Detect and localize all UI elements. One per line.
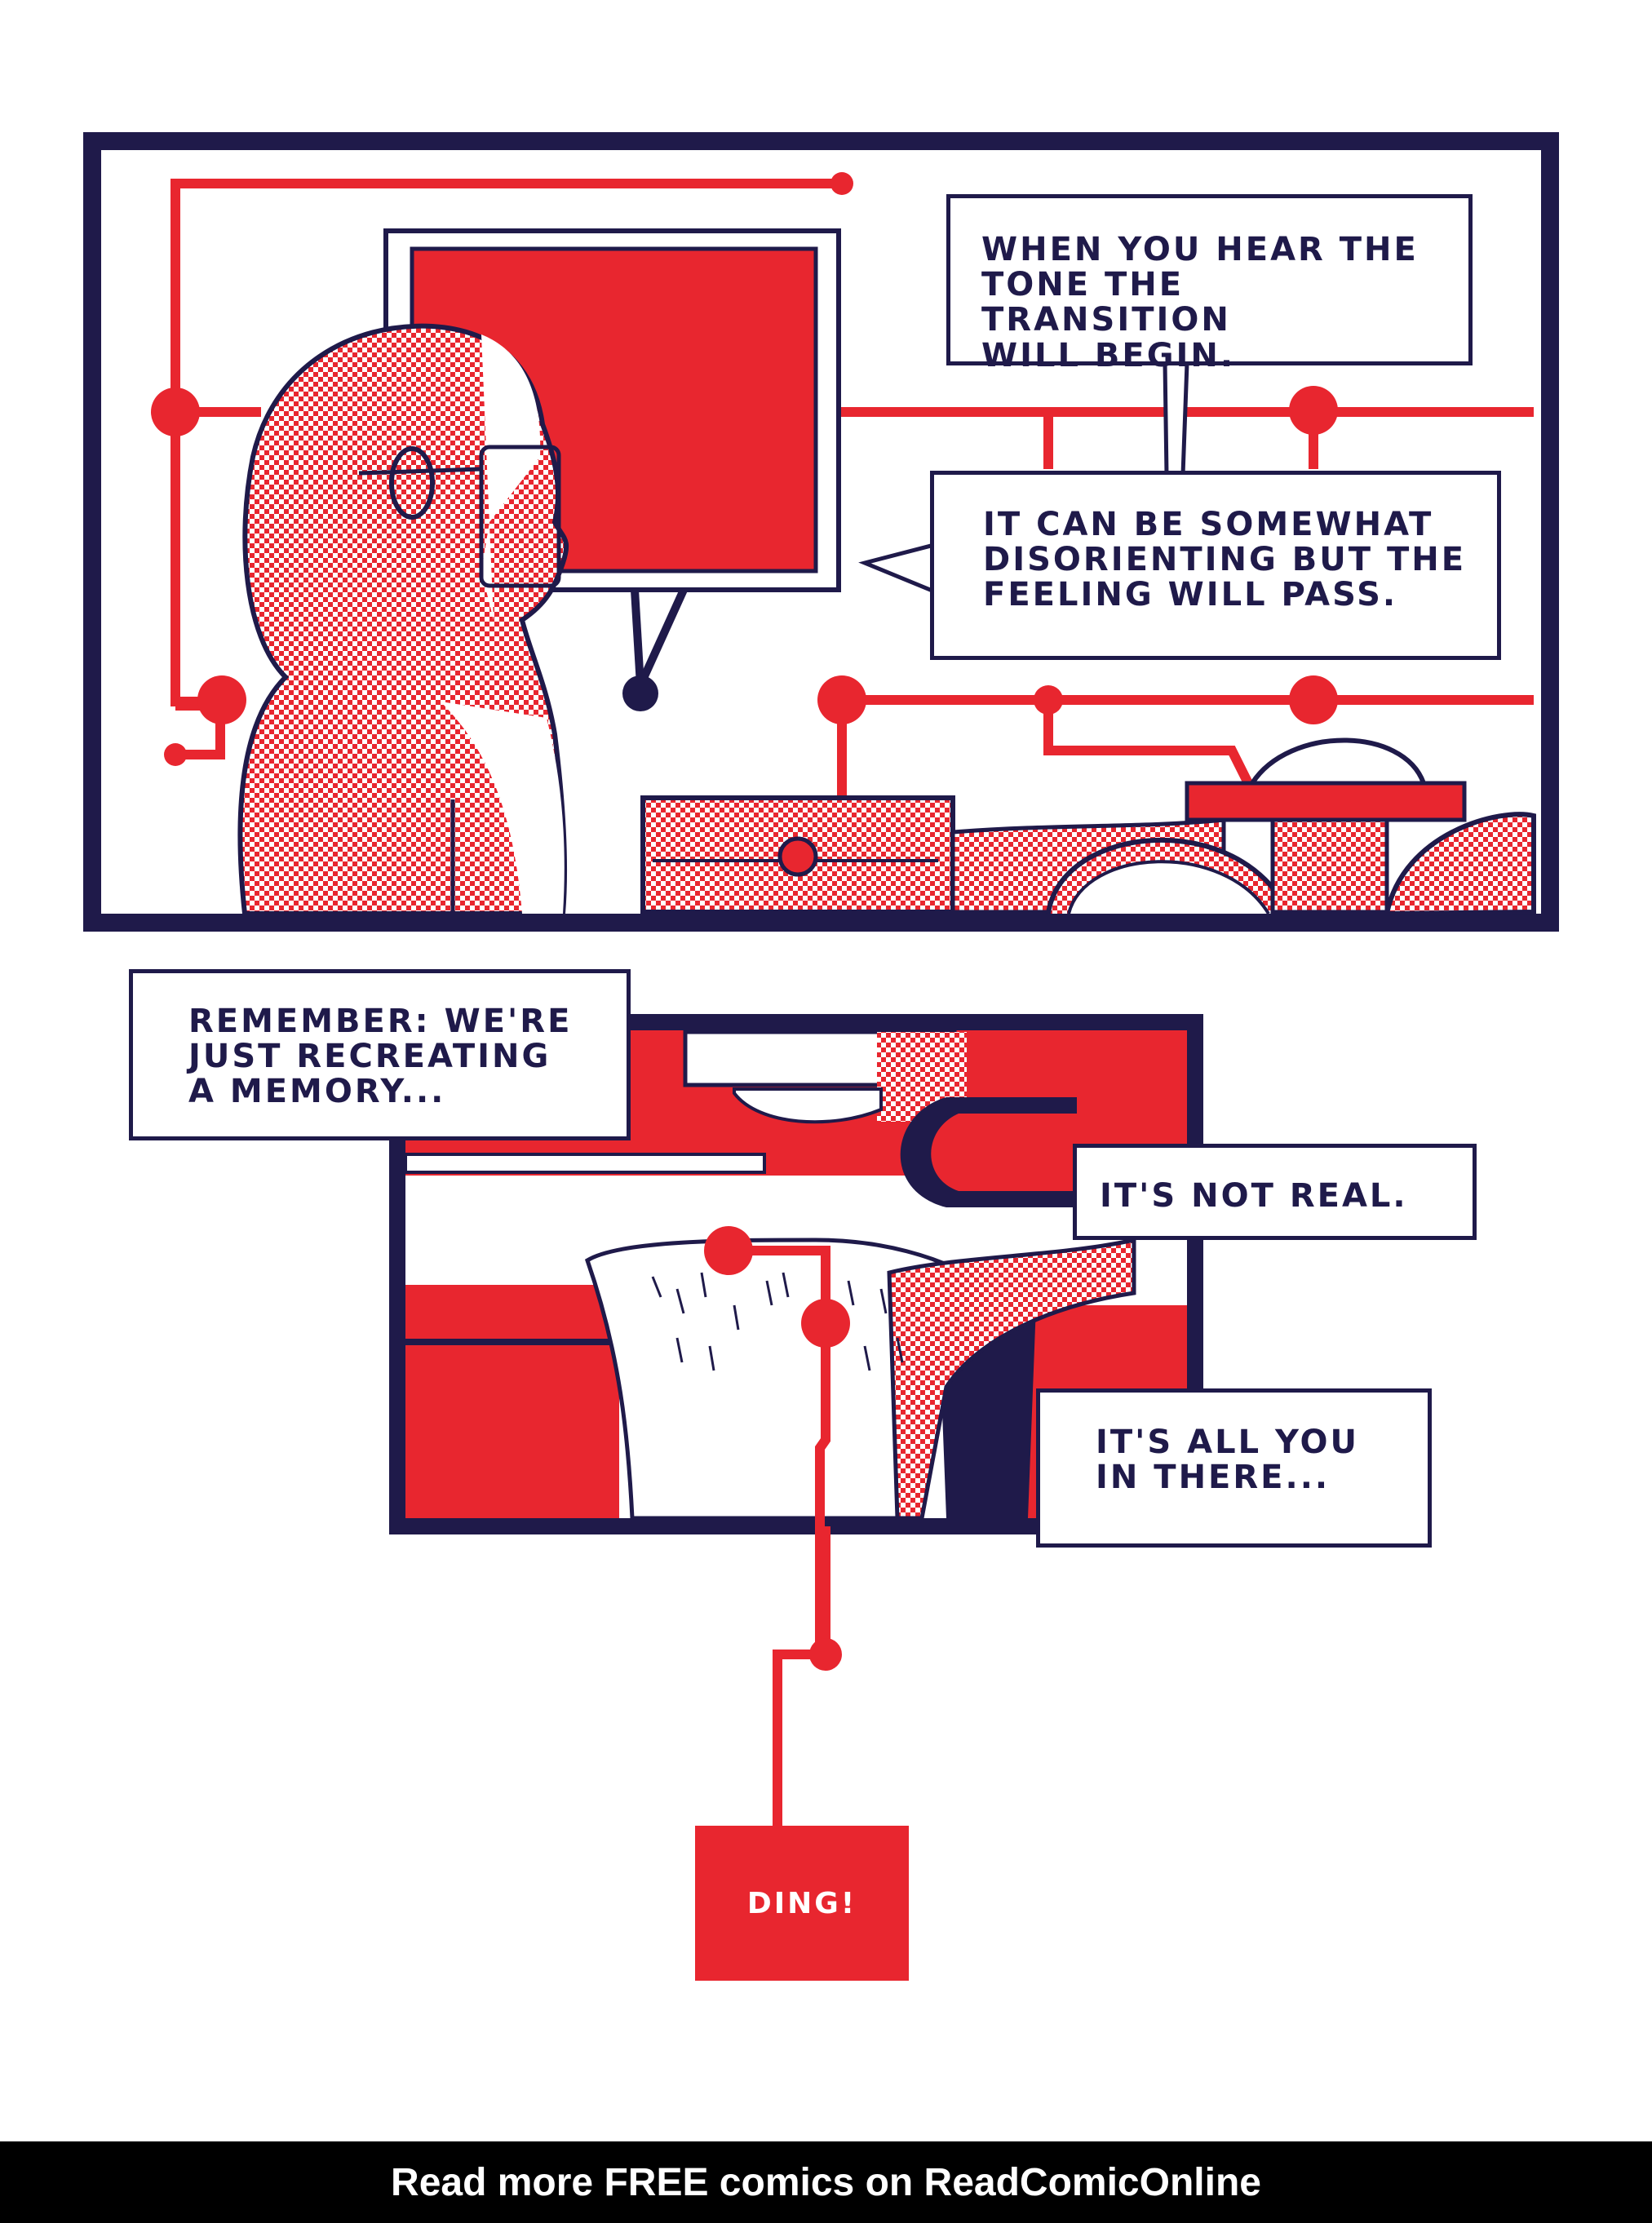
footer-banner-link[interactable]: Read more FREE comics on ReadComicOnline [0,2141,1652,2223]
caption-not-real: IT'S NOT REAL. [1073,1144,1477,1240]
circuit-nodes [151,172,1338,766]
speech-bubble-disorienting: IT CAN BE SOMEWHAT DISORIENTING BUT THE … [930,471,1501,660]
ding-circuit [773,1526,830,1827]
person-silhouette [237,323,569,916]
bottom-machinery [640,737,1536,917]
chest-hair [651,1272,904,1371]
caption-transition-tone: WHEN YOU HEAR THE TONE THE TRANSITION WI… [946,194,1473,373]
caption-all-you: IT'S ALL YOU IN THERE... [1036,1388,1432,1548]
ding-sound-effect: DING! [695,1826,909,1981]
caption-remember: REMEMBER: WE'RE JUST RECREATING A MEMORY… [129,969,631,1140]
speech-tails [858,361,1189,595]
chest-circuit [729,1246,830,1654]
